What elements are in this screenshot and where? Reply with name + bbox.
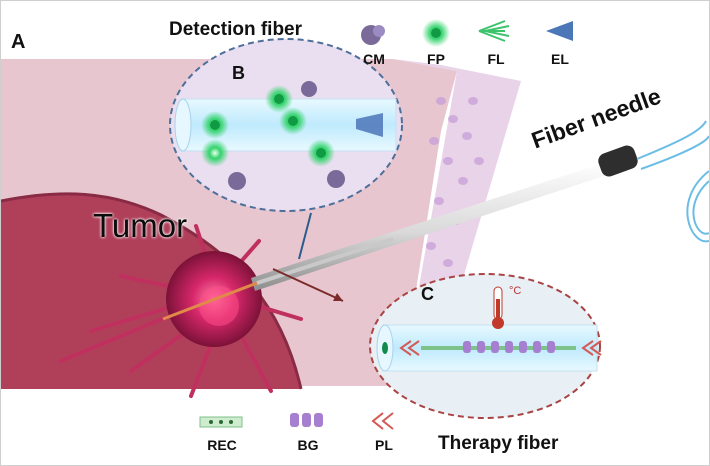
detection-fiber-title: Detection fiber — [169, 19, 303, 40]
legend-label-cm: CM — [363, 51, 385, 67]
legend-label-pl: PL — [375, 437, 393, 453]
panel-label-a: A — [11, 31, 26, 53]
therapy-fiber-title: Therapy fiber — [438, 433, 559, 454]
legend-icons-bottom — [199, 412, 394, 430]
panel-label-b: B — [232, 63, 245, 83]
legend-label-fl: FL — [487, 51, 505, 67]
fiber-needle-shaft — [162, 161, 613, 321]
legend-label-bg: BG — [297, 437, 319, 453]
detection-callout — [298, 212, 312, 260]
therapy-callout — [272, 268, 344, 302]
detection-zoom — [169, 38, 403, 212]
cm-particles — [228, 81, 345, 190]
therapy-zoom — [369, 273, 602, 419]
fp-particles — [201, 85, 335, 167]
panel-label-c: C — [421, 284, 434, 304]
needle-connector — [598, 145, 638, 177]
tumor-label: Tumor — [93, 207, 188, 244]
legend-icons-top — [361, 19, 573, 47]
legend-label-rec: REC — [207, 437, 237, 453]
temperature-unit: °C — [509, 285, 522, 297]
legend-label-fp: FP — [427, 51, 445, 67]
legend-label-el: EL — [551, 51, 569, 67]
